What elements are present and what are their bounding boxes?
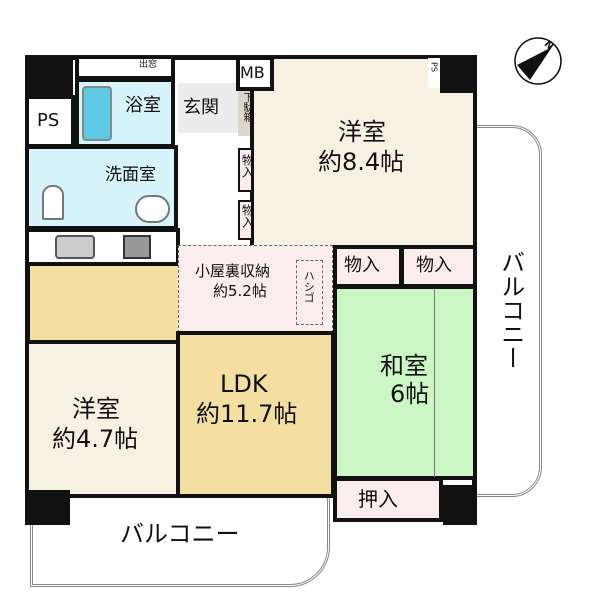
bay-window-label: 出窓 (139, 60, 158, 70)
mb-box (236, 56, 274, 91)
closet-label: 物入 (344, 255, 380, 276)
balcony-bottom-label: バルコニー (120, 520, 240, 548)
room-name: 洋室 (338, 118, 386, 146)
bay-window (75, 55, 175, 80)
wall-block (440, 55, 477, 93)
compass-icon (514, 37, 562, 85)
washroom-label: 洗面室 (105, 165, 156, 185)
bath-label: 浴室 (125, 95, 161, 116)
loft-storage (178, 245, 333, 333)
ps-right (428, 58, 440, 88)
balcony-right-label: バルコニー (496, 250, 525, 370)
kitchen-sink-icon (55, 235, 95, 259)
ladder-label: ハシゴ (302, 270, 316, 303)
toilet-icon (42, 185, 64, 220)
entrance-label: 玄関 (183, 97, 219, 118)
wall-block (443, 485, 477, 525)
room-size: 6帖 (390, 380, 430, 408)
room-name: LDK (220, 370, 268, 398)
entrance (178, 83, 238, 133)
sink-icon (135, 195, 170, 223)
wall-block (25, 55, 73, 95)
closet (238, 148, 253, 192)
loft-size: 約5.2帖 (213, 282, 267, 300)
room-name: 和室 (380, 352, 428, 380)
loft-name: 小屋裏収納 (195, 262, 271, 280)
closet (238, 200, 253, 240)
closet-label: 物入 (240, 154, 255, 178)
ladder (296, 260, 323, 325)
room-size: 約11.7帖 (196, 400, 298, 428)
room-western-4-7 (25, 340, 180, 498)
oshiire-label: 押入 (358, 487, 398, 511)
room-name: 洋室 (72, 395, 120, 423)
bathtub-icon (82, 86, 112, 141)
kitchen-counter (25, 228, 180, 266)
ps-right-label: PS (429, 62, 439, 72)
closet-label: 物入 (240, 204, 255, 228)
room-japanese (333, 285, 477, 480)
mb-label: MB (240, 63, 265, 82)
shoe-box-label: 下駄箱 (241, 92, 252, 122)
room-size: 約8.4帖 (318, 148, 405, 176)
tatami-line (434, 289, 435, 477)
shoe-box (238, 88, 253, 136)
kitchen-floor (30, 266, 178, 342)
room-size: 約4.7帖 (52, 425, 139, 453)
oshiire (333, 477, 443, 522)
closet-label: 物入 (416, 255, 452, 276)
stove-icon (123, 235, 151, 259)
room-ldk (176, 331, 335, 498)
wall-block (25, 490, 70, 525)
ps-left-label: PS (37, 110, 60, 131)
